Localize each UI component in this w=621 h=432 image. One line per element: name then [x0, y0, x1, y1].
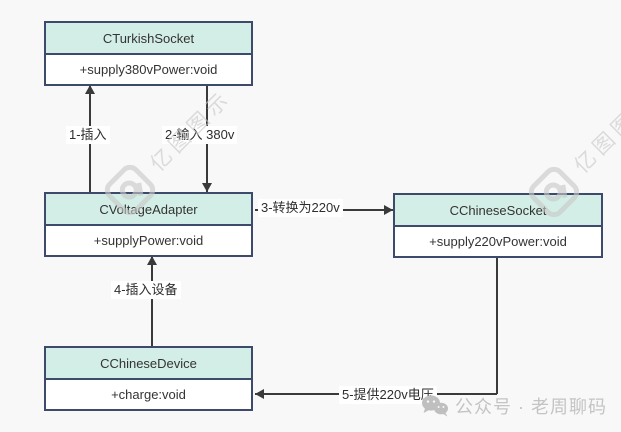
edge-label-2: 2-输入 380v	[162, 126, 238, 144]
class-box-cchinesedevice: CChineseDevice +charge:void	[44, 346, 253, 411]
edge-label-5: 5-提供220v电压	[339, 386, 437, 404]
class-name: CChineseSocket	[395, 195, 601, 227]
arrowhead-down-icon	[202, 183, 212, 192]
edge-line-5-vertical	[496, 258, 498, 394]
footer-watermark: 公众号 · 老周聊码	[421, 393, 607, 419]
arrowhead-up-icon	[85, 85, 95, 94]
edge-label-4: 4-插入设备	[111, 281, 181, 299]
class-box-cchinesesocket: CChineseSocket +supply220vPower:void	[393, 193, 603, 258]
arrowhead-right-icon	[384, 205, 393, 215]
class-name: CVoltageAdapter	[46, 194, 251, 226]
class-name: CTurkishSocket	[46, 23, 251, 55]
arrowhead-up-icon	[147, 256, 157, 265]
class-box-cvoltageadapter: CVoltageAdapter +supplyPower:void	[44, 192, 253, 257]
arrowhead-left-icon	[255, 389, 264, 399]
class-name: CChineseDevice	[46, 348, 251, 380]
edge-line-4-insert-device	[151, 257, 153, 346]
brand-watermark-text: 亿图图示	[570, 88, 621, 178]
edge-label-1: 1-插入	[66, 126, 110, 144]
class-member: +supply220vPower:void	[395, 227, 601, 256]
class-member: +charge:void	[46, 380, 251, 409]
class-member: +supplyPower:void	[46, 226, 251, 255]
class-member: +supply380vPower:void	[46, 55, 251, 84]
edge-label-3: 3-转换为220v	[258, 199, 343, 217]
footer-watermark-text: 公众号 · 老周聊码	[455, 397, 607, 417]
class-box-cturkishsocket: CTurkishSocket +supply380vPower:void	[44, 21, 253, 86]
